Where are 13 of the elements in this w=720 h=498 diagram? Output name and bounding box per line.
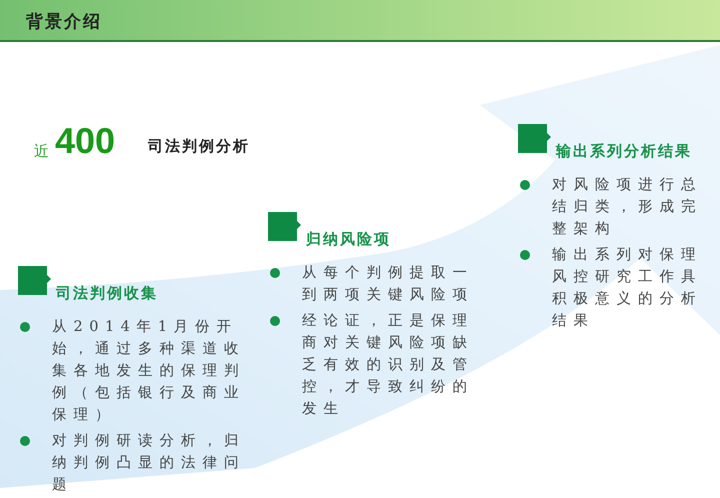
bullet-text: 输出系列对保理风控研究工作具积极意义的分析结果	[552, 246, 704, 331]
bullet-text: 对判例研读分析，归纳判例凸显的法律问题	[52, 432, 246, 495]
bullet-text: 从每个判例提取一到两项关键风险项	[302, 264, 475, 305]
bullet-text: 经论证，正是保理商对关键风险项缺乏有效的识别及管控，才导致纠纷的发生	[302, 312, 475, 419]
step-heading: 归纳风险项	[306, 230, 391, 249]
big-number: 400	[55, 120, 116, 162]
bullet-text: 从2014年1月份开始，通过多种渠道收集各地发生的保理判例（包括银行及商业保理）	[52, 318, 246, 425]
step-heading: 输出系列分析结果	[556, 142, 692, 161]
label: 近	[34, 142, 49, 161]
step-heading: 司法判例收集	[56, 284, 158, 303]
title: 背景介绍	[26, 11, 102, 33]
bullet-text: 对风险项进行总结归类，形成完整架构	[552, 176, 704, 239]
label: 司法判例分析	[148, 137, 250, 156]
